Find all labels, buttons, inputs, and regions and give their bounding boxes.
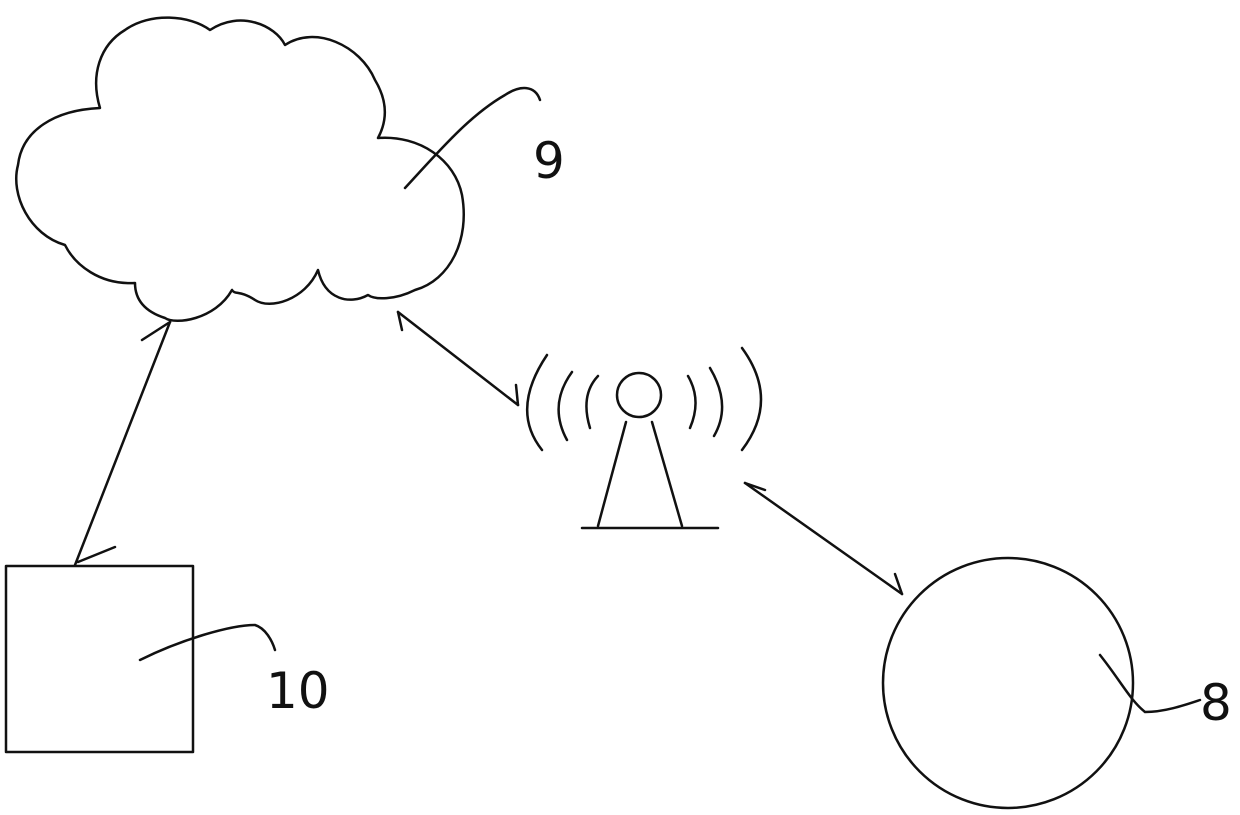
terminal-label: 10: [266, 662, 330, 720]
cloud-icon: [16, 18, 464, 321]
cloud-label: 9: [533, 132, 565, 190]
device-circle: [883, 558, 1133, 808]
cloud-terminal-link: [75, 322, 170, 565]
cloud-leader-line: [405, 88, 540, 188]
arrowhead-tower-side: [516, 385, 518, 405]
arrowhead-terminal-end: [78, 547, 115, 562]
antenna-tower-icon: [527, 348, 761, 528]
terminal-box: [6, 566, 193, 752]
cloud-tower-link: [398, 312, 518, 405]
terminal-leader-line: [140, 625, 275, 660]
device-label: 8: [1200, 674, 1232, 732]
tower-device-link: [745, 483, 902, 594]
device-leader-line: [1100, 655, 1200, 712]
